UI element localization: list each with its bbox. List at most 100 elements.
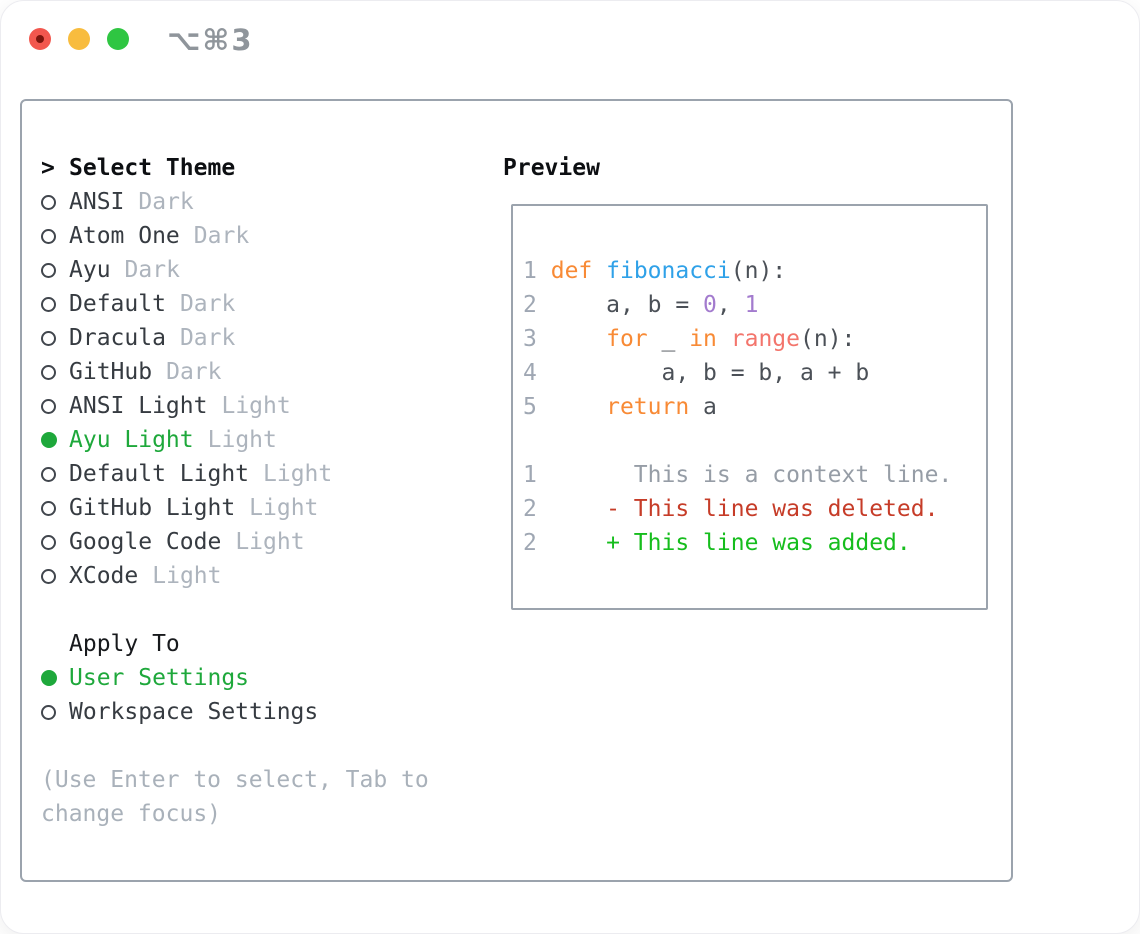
theme-name: ANSI Light — [69, 393, 208, 419]
theme-item[interactable]: ANSI Light Light — [41, 389, 429, 423]
theme-variant: Dark — [179, 325, 236, 351]
code-token: 5 — [523, 394, 537, 420]
apply-to-heading-row: Apply To — [41, 627, 429, 661]
code-token: , — [716, 292, 745, 318]
apply-option[interactable]: Workspace Settings — [41, 695, 429, 729]
theme-variant: Dark — [124, 257, 180, 283]
theme-variant: Dark — [179, 291, 236, 317]
code-token: 4 — [523, 360, 537, 386]
window-title: ⌥⌘3 — [167, 23, 254, 57]
theme-item[interactable]: GitHub Dark — [41, 355, 429, 389]
radio-unselected-icon — [41, 296, 69, 312]
theme-item[interactable]: GitHub Light Light — [41, 491, 429, 525]
prompt-icon: > — [41, 155, 55, 181]
theme-item[interactable]: Atom One Dark — [41, 219, 429, 253]
radio-circle — [41, 262, 56, 278]
code-token — [537, 496, 606, 522]
theme-list-header: > Select Theme — [41, 151, 429, 185]
code-token: (n): — [730, 258, 787, 284]
code-token: for — [606, 326, 648, 352]
radio-unselected-icon — [41, 466, 69, 482]
radio-selected-icon — [41, 432, 69, 448]
radio-unselected-icon — [41, 704, 69, 720]
preview-heading: Preview — [503, 155, 600, 181]
radio-circle — [41, 228, 56, 244]
radio-circle — [41, 704, 56, 720]
theme-name: ANSI — [69, 189, 125, 215]
theme-name: Google Code — [69, 529, 222, 555]
code-token: _ — [647, 326, 690, 352]
theme-variant: Light — [221, 393, 291, 419]
code-token: + This line was added. — [606, 530, 911, 556]
radio-unselected-icon — [41, 534, 69, 550]
code-token: 3 — [523, 326, 537, 352]
code-token: 2 — [523, 496, 537, 522]
code-line: 2 - This line was deleted. — [523, 492, 978, 526]
apply-option[interactable]: User Settings — [41, 661, 429, 695]
radio-unselected-icon — [41, 568, 69, 584]
code-line: 1 def fibonacci(n): — [523, 254, 978, 288]
theme-variant: Dark — [193, 223, 250, 249]
theme-variant: Dark — [166, 359, 222, 385]
theme-item[interactable]: Ayu Dark — [41, 253, 429, 287]
radio-circle — [41, 194, 56, 210]
theme-variant: Light — [207, 427, 277, 453]
radio-circle — [41, 432, 57, 448]
theme-name: Ayu — [69, 257, 111, 283]
radio-circle — [41, 500, 56, 516]
minimize-button-icon[interactable] — [68, 28, 90, 50]
code-token — [537, 326, 606, 352]
hint-text-line1: (Use Enter to select, Tab to — [41, 767, 429, 793]
theme-item[interactable]: Google Code Light — [41, 525, 429, 559]
radio-circle — [41, 466, 56, 482]
radio-unselected-icon — [41, 500, 69, 516]
code-token: 2 — [523, 292, 537, 318]
code-token: (n): — [800, 326, 856, 352]
radio-circle — [41, 534, 56, 550]
theme-variant: Light — [263, 461, 333, 487]
hint-text-line2: change focus) — [41, 801, 222, 827]
radio-unselected-icon — [41, 194, 69, 210]
theme-variant: Dark — [138, 189, 194, 215]
code-token: return — [606, 394, 690, 420]
code-token: range — [730, 326, 801, 352]
apply-option-label: Workspace Settings — [69, 699, 319, 725]
radio-circle — [41, 398, 56, 414]
code-token: This is a context line. — [536, 462, 953, 488]
spacer — [41, 593, 429, 627]
radio-unselected-icon — [41, 262, 69, 278]
theme-name: GitHub Light — [69, 495, 236, 521]
radio-circle — [41, 364, 56, 380]
code-line — [523, 424, 978, 458]
theme-list-title: Select Theme — [69, 155, 236, 181]
code-token: 1 — [744, 292, 759, 318]
close-button-icon[interactable] — [29, 28, 51, 50]
code-token: 1 — [523, 258, 537, 284]
code-line: 4 a, b = b, a + b — [523, 356, 978, 390]
spacer — [41, 729, 429, 763]
apply-to-heading: Apply To — [69, 631, 180, 657]
radio-circle — [41, 330, 56, 346]
code-token — [592, 258, 606, 284]
zoom-button-icon[interactable] — [107, 28, 129, 50]
code-token: a — [689, 394, 717, 420]
theme-variant: Light — [152, 563, 222, 589]
code-token — [537, 394, 606, 420]
radio-circle — [41, 670, 57, 686]
theme-name: GitHub — [69, 359, 153, 385]
code-token: a, b = — [536, 292, 704, 318]
radio-unselected-icon — [41, 228, 69, 244]
theme-variant: Light — [249, 495, 319, 521]
theme-variant: Light — [235, 529, 305, 555]
theme-item[interactable]: ANSI Dark — [41, 185, 429, 219]
theme-name: Atom One — [69, 223, 180, 249]
